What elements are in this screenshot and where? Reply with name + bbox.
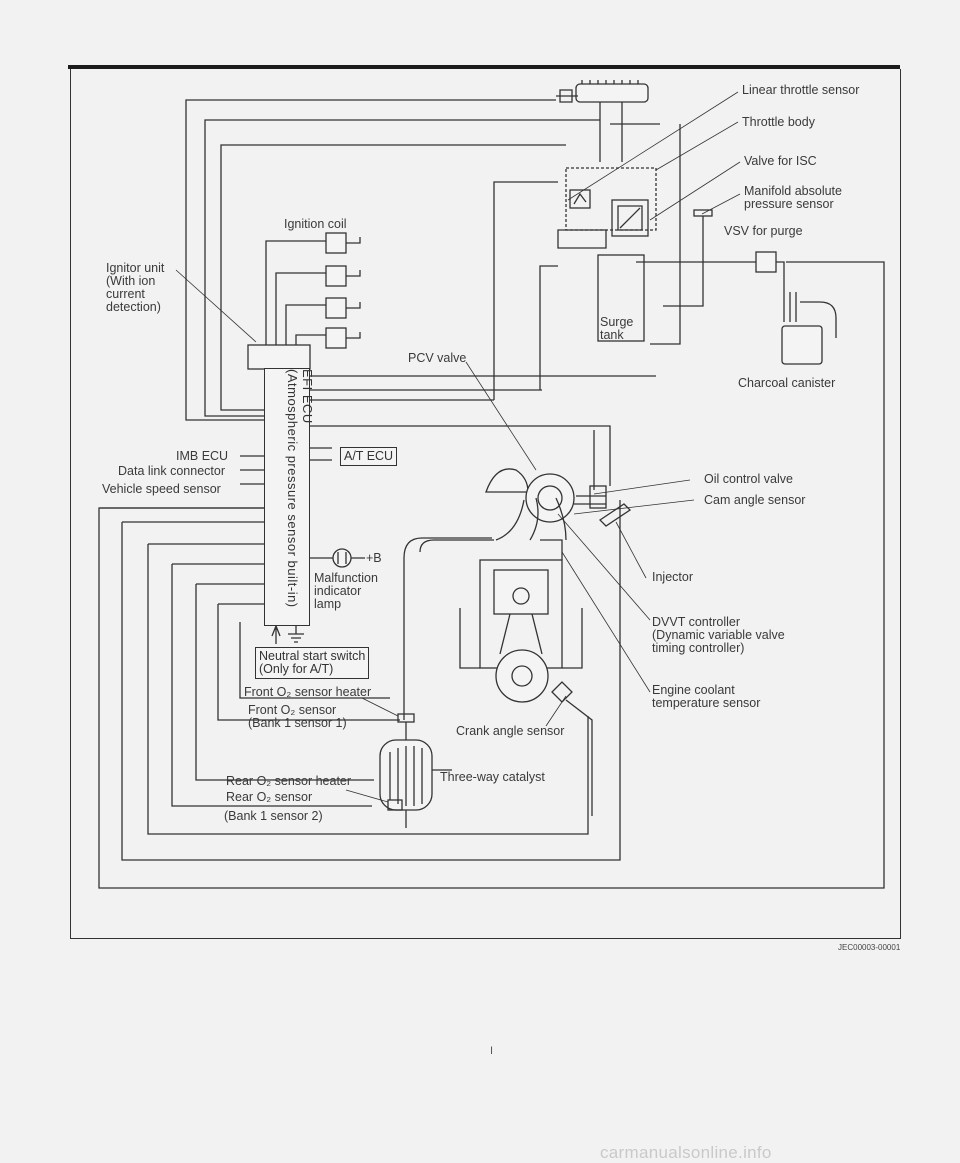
map-and-vsv-drawing bbox=[610, 123, 785, 345]
label-charcoal-canister: Charcoal canister bbox=[738, 376, 836, 390]
at-ecu-wiring bbox=[310, 447, 332, 461]
label-cam-angle-sensor: Cam angle sensor bbox=[704, 493, 806, 507]
ignition-coils-drawing bbox=[247, 232, 361, 370]
label-linear-throttle-sensor: Linear throttle sensor bbox=[742, 83, 860, 97]
watermark: carmanualsonline.info bbox=[600, 1143, 772, 1162]
label-dvvt-controller: DVVT controller (Dynamic variable valve … bbox=[652, 615, 785, 655]
label-rear-o2-heater: Rear O₂ sensor heater bbox=[226, 774, 352, 788]
label-front-o2-sensor: Front O₂ sensor (Bank 1 sensor 1) bbox=[248, 703, 347, 730]
label-three-way-catalyst: Three-way catalyst bbox=[440, 770, 545, 784]
efi-ecu-box: EFI ECU (Atmospheric pressure sensor bui… bbox=[264, 368, 315, 626]
label-ignitor-unit: Ignitor unit (With ion current detection… bbox=[106, 261, 165, 314]
label-pcv-valve: PCV valve bbox=[408, 351, 467, 365]
reference-code: JEC00003-00001 bbox=[838, 943, 901, 952]
mil-drawing bbox=[310, 548, 365, 568]
at-ecu-box: A/T ECU bbox=[340, 447, 398, 466]
label-front-o2-heater: Front O₂ sensor heater bbox=[244, 685, 372, 699]
diagram-frame bbox=[70, 69, 901, 939]
ground-symbol bbox=[288, 626, 304, 643]
catalyst-drawing bbox=[379, 713, 433, 828]
top-wiring bbox=[185, 99, 656, 490]
label-injector: Injector bbox=[652, 570, 693, 584]
efi-ecu-label: EFI ECU (Atmospheric pressure sensor bui… bbox=[285, 369, 315, 608]
leader-lines bbox=[175, 91, 741, 803]
label-crank-angle-sensor: Crank angle sensor bbox=[456, 724, 565, 738]
coolant-sensor-drawing bbox=[551, 681, 593, 816]
page-number: I bbox=[490, 1045, 494, 1057]
label-vsv-for-purge: VSV for purge bbox=[724, 224, 803, 238]
label-rear-o2-sensor: Rear O₂ sensor bbox=[226, 790, 313, 804]
label-plus-b: +B bbox=[366, 551, 382, 565]
label-map-sensor: Manifold absolute pressure sensor bbox=[744, 184, 842, 211]
label-ignition-coil: Ignition coil bbox=[284, 217, 347, 231]
engine-drawing bbox=[403, 468, 632, 720]
throttle-body-drawing bbox=[556, 80, 657, 342]
label-vehicle-speed-sensor: Vehicle speed sensor bbox=[102, 482, 221, 496]
top-rule bbox=[68, 65, 900, 69]
label-valve-for-isc: Valve for ISC bbox=[744, 154, 817, 168]
label-malfunction-indicator-lamp: Malfunction indicator lamp bbox=[314, 571, 378, 611]
left-wiring bbox=[100, 455, 621, 861]
neutral-start-switch-box: Neutral start switch (Only for A/T) bbox=[255, 647, 370, 679]
neutral-switch-arrow bbox=[271, 624, 281, 644]
label-surge-tank: Surge tank bbox=[600, 315, 634, 342]
label-imb-ecu: IMB ECU bbox=[176, 449, 229, 463]
charcoal-canister-drawing bbox=[98, 261, 885, 889]
label-oil-control-valve: Oil control valve bbox=[704, 472, 793, 486]
label-bank1-sensor2: (Bank 1 sensor 2) bbox=[224, 809, 323, 823]
label-engine-coolant-temp-sensor: Engine coolant temperature sensor bbox=[652, 683, 761, 710]
label-data-link-connector: Data link connector bbox=[118, 464, 226, 478]
label-throttle-body: Throttle body bbox=[742, 115, 815, 129]
